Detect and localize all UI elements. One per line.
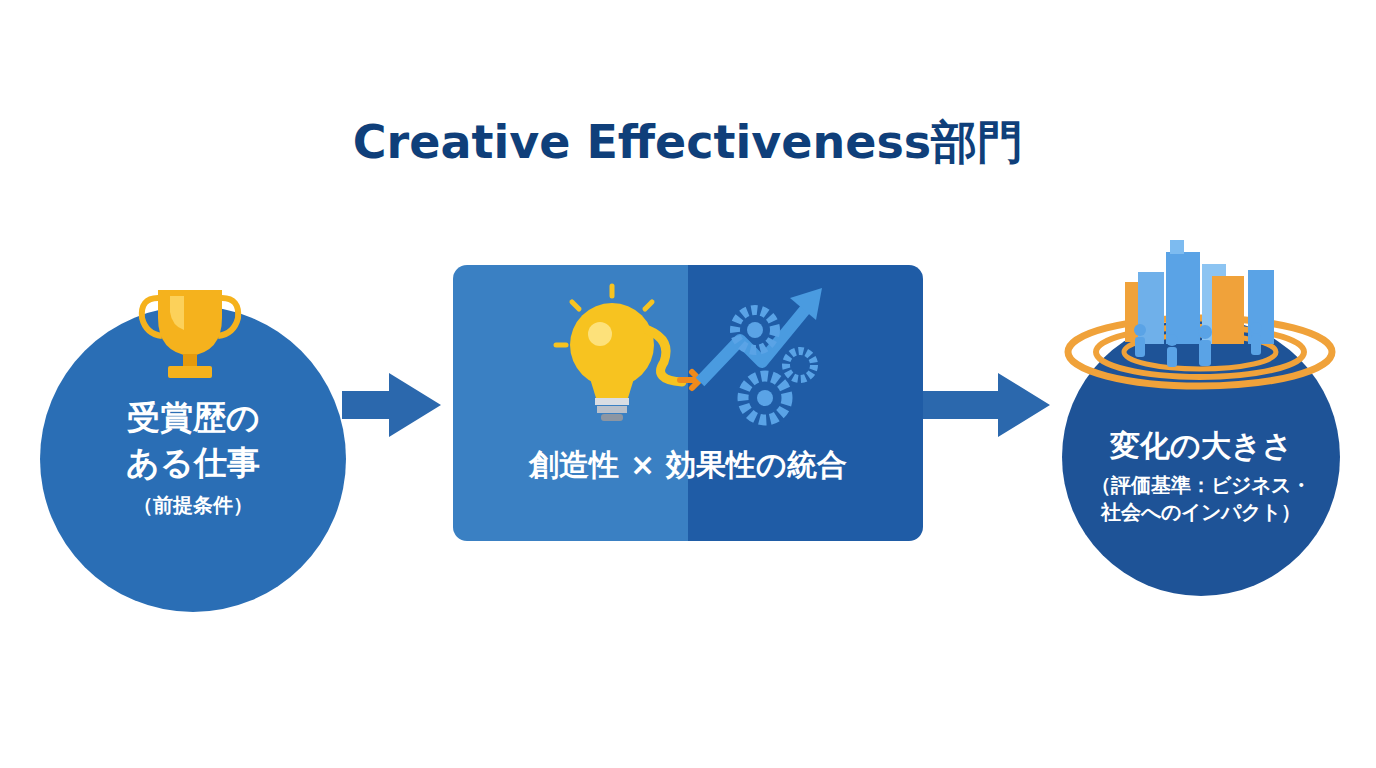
node-label: 変化の大きさ [1076,426,1326,467]
diagram-title: Creative Effectiveness部門 [0,112,1376,174]
node-label: 創造性 × 効果性の統合 [468,445,908,486]
arrow-shape [342,373,441,437]
outcome-circle: 変化の大きさ （評価基準：ビジネス・ 社会へのインパクト） [1062,318,1340,596]
flow-arrow [342,373,441,437]
node-sublabel: （前提条件） [93,492,293,519]
process-box: 創造性 × 効果性の統合 [453,265,923,541]
flow-arrow [919,373,1050,437]
premise-circle: 受賞歴の ある仕事 （前提条件） [40,306,346,612]
node-sublabel: （評価基準：ビジネス・ 社会へのインパクト） [1083,472,1319,526]
arrow-shape [919,373,1050,437]
node-label: 受賞歴の ある仕事 [118,396,268,485]
